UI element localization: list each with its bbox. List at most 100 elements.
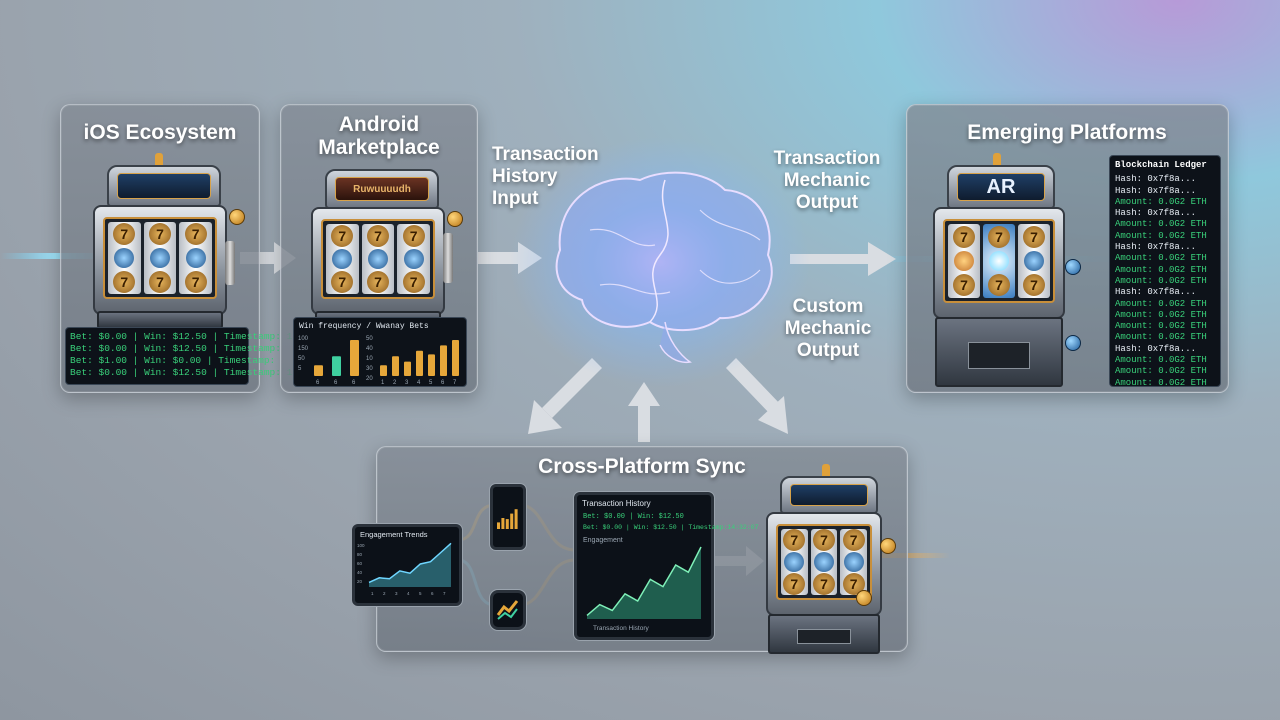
seven-icon: 7 (842, 572, 865, 595)
monitor-series-line (586, 546, 702, 616)
android-right-ytick: 30 (366, 366, 373, 372)
ledger-row: Amount: 0.0G2 ETH (1115, 366, 1207, 377)
label-line: Transaction (773, 148, 881, 169)
seven-icon: 7 (953, 225, 975, 248)
glow-stream-left (0, 253, 110, 259)
lever-knob-icon[interactable] (229, 209, 245, 225)
ledger-title: Blockchain Ledger (1115, 160, 1207, 170)
phone-bar (497, 522, 500, 529)
arrow-sync-to-brain (628, 382, 660, 442)
tablet-area-fill (369, 543, 451, 587)
seven-icon: 7 (113, 270, 136, 293)
tablet-xtick: 5 (419, 591, 422, 596)
android-right-bar (392, 356, 399, 376)
android-left-ytick: 150 (298, 346, 309, 352)
ledger-row: Amount: 0.0G2 ETH (1115, 230, 1207, 241)
ledger-row: Amount: 0.0G2 ETH (1115, 309, 1207, 320)
ledger-row: Hash: 0x7f8a... (1115, 208, 1197, 219)
panel-title-sync: Cross-Platform Sync (538, 455, 746, 478)
seven-icon: 7 (953, 274, 975, 297)
lever-knob-icon[interactable] (1065, 259, 1081, 275)
seven-icon: 7 (184, 270, 207, 293)
phone-bar (514, 509, 518, 529)
panel-title-ios: iOS Ecosystem (83, 121, 237, 144)
label-line: Mechanic (784, 318, 872, 339)
android-right-bar (428, 354, 435, 376)
android-left-bar (350, 340, 359, 376)
android-right-bar (380, 365, 387, 376)
android-right-xtick: 5 (429, 380, 433, 386)
android-right-xtick: 2 (393, 380, 397, 386)
phone-bar (510, 513, 514, 529)
arrow-brain-to-sync-right (726, 358, 788, 434)
orb-icon (367, 249, 388, 269)
android-right-ytick: 20 (366, 376, 373, 382)
lever-knob-icon[interactable] (880, 538, 896, 554)
android-right-bar (404, 361, 411, 376)
arrow-brain-to-emerging (790, 242, 896, 276)
orb-icon (403, 249, 424, 269)
orb-icon (332, 249, 353, 269)
seven-icon: 7 (184, 223, 207, 246)
ledger-row: Hash: 0x7f8a... (1115, 343, 1197, 354)
ai-brain-graphic (510, 137, 810, 387)
seven-icon: 7 (988, 274, 1010, 297)
topper-screen (790, 484, 868, 506)
seven-icon: 7 (1023, 274, 1045, 297)
android-left-ytick: 5 (298, 366, 302, 372)
tablet-ytick: 20 (357, 579, 363, 584)
slot-lever[interactable] (443, 233, 453, 283)
phone-bar (501, 518, 505, 529)
android-right-bar (416, 350, 423, 376)
ledger-row: Amount: 0.0G2 ETH (1115, 264, 1207, 275)
seven-icon: 7 (783, 529, 806, 552)
android-right-bar (440, 345, 447, 376)
tablet-xtick: 4 (407, 591, 410, 596)
phone-bar-chart-svg (497, 509, 518, 529)
lever-knob-icon[interactable] (447, 211, 463, 227)
orb-icon (813, 551, 834, 572)
spin-knob-icon[interactable] (856, 590, 872, 606)
android-left-xtick: 6 (334, 380, 338, 386)
monitor-device: Transaction History Bet: $0.00 | Win: $1… (574, 492, 759, 640)
ledger-row: Amount: 0.0G2 ETH (1115, 355, 1207, 366)
android-left-ytick: 100 (298, 336, 309, 342)
tablet-xtick: 6 (431, 591, 434, 596)
log-line: Bet: $0.00 | Win: $12.50 | Timestamp: 14… (70, 367, 333, 378)
ledger-rows: Hash: 0x7f8a...Hash: 0x7f8a...Amount: 0.… (1115, 174, 1215, 386)
android-right-bar (452, 340, 459, 376)
slot-lever[interactable] (225, 241, 235, 285)
seven-icon: 7 (402, 271, 425, 293)
spin-knob-icon[interactable] (1065, 335, 1081, 351)
seven-icon: 7 (1023, 225, 1045, 248)
smartwatch-device (490, 590, 526, 630)
label-line: History (492, 166, 558, 187)
phone-device (490, 484, 526, 550)
monitor-area-fill (587, 547, 701, 619)
android-left-bar (314, 365, 323, 376)
ledger-row: Amount: 0.0G2 ETH (1115, 321, 1207, 332)
slot-topper (780, 476, 878, 514)
seven-icon: 7 (113, 223, 136, 246)
label-line: Input (492, 188, 539, 209)
android-left-bar (332, 356, 341, 376)
ledger-row: Amount: 0.0G2 ETH (1115, 196, 1207, 207)
beacon-light (822, 464, 830, 476)
android-right-xtick: 3 (405, 380, 409, 386)
tablet-ytick: 60 (357, 561, 363, 566)
ledger-row: Amount: 0.0G2 ETH (1115, 253, 1207, 264)
